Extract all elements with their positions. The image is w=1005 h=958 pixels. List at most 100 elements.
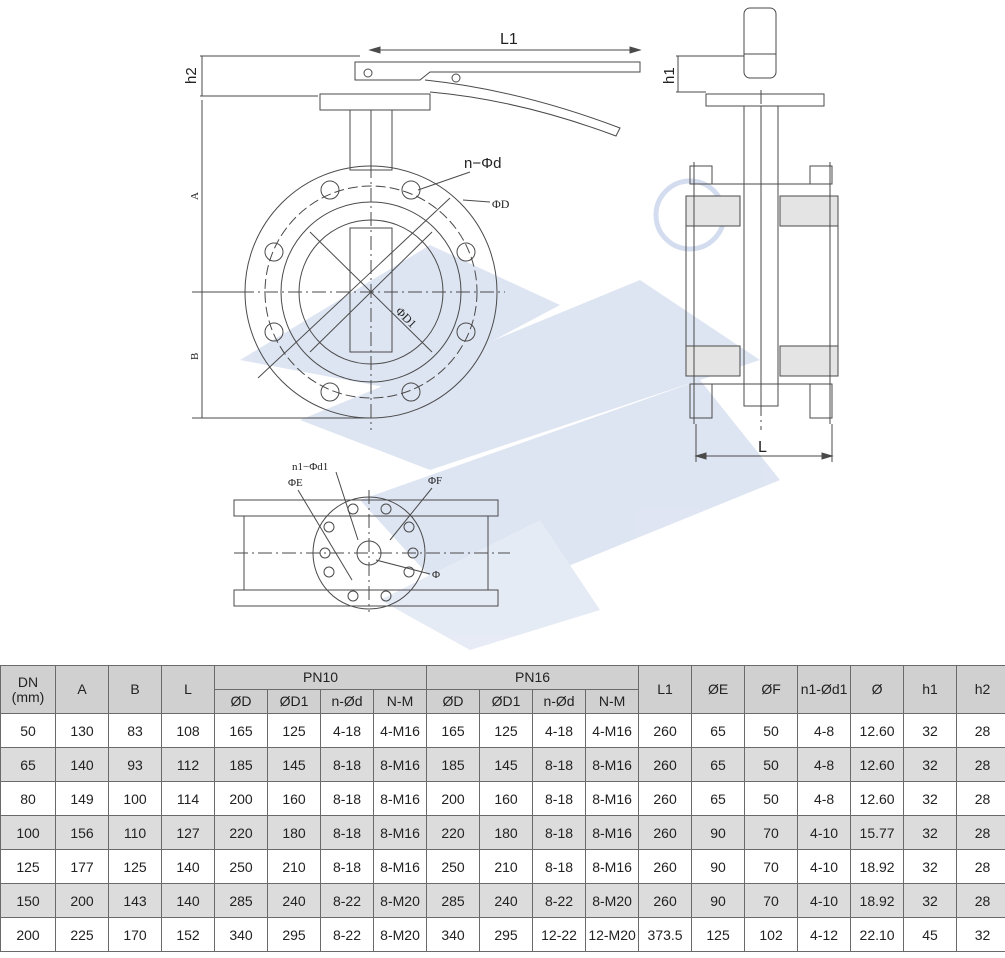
table-cell: 125 (691, 917, 746, 952)
table-cell: 250 (426, 849, 481, 884)
table-cell: 28 (956, 883, 1005, 918)
table-cell: 8-M16 (585, 747, 640, 782)
table-cell: 140 (161, 849, 215, 884)
table-cell: 4-M16 (585, 713, 640, 748)
subheader-cell: n-Ød (532, 689, 587, 714)
table-cell: 250 (214, 849, 268, 884)
table-cell: 90 (691, 849, 746, 884)
table-cell: 127 (161, 815, 215, 850)
table-cell: 32 (903, 815, 958, 850)
table-cell: 240 (479, 883, 534, 918)
table-cell: 70 (744, 849, 799, 884)
table-cell: 8-18 (532, 815, 587, 850)
table-cell: 80 (0, 781, 56, 816)
dim-label-phi-e: ΦE (288, 477, 303, 489)
subheader-cell: N-M (585, 689, 640, 714)
table-cell: 210 (267, 849, 321, 884)
table-cell: 200 (426, 781, 481, 816)
table-cell: 50 (0, 713, 56, 748)
table-cell: 110 (108, 815, 162, 850)
table-cell: 102 (744, 917, 799, 952)
table-cell: 8-M16 (585, 849, 640, 884)
table-cell: 295 (267, 917, 321, 952)
dim-label-a: A (189, 192, 201, 200)
table-cell: 8-M20 (372, 883, 428, 918)
table-cell: 125 (108, 849, 162, 884)
table-cell: 177 (55, 849, 109, 884)
table-cell: 143 (108, 883, 162, 918)
table-cell: 112 (161, 747, 215, 782)
side-view (676, 7, 839, 462)
table-cell: 93 (108, 747, 162, 782)
front-view (192, 46, 642, 430)
table-cell: 140 (161, 883, 215, 918)
table-cell: 108 (161, 713, 215, 748)
table-cell: 8-18 (320, 849, 374, 884)
header-n1-d1: n1-Ød1 (797, 665, 852, 714)
table-cell: 285 (214, 883, 268, 918)
table-cell: 18.92 (850, 883, 905, 918)
subheader-cell: N-M (372, 689, 428, 714)
watermark-logo (240, 178, 780, 650)
header-pn10: PN10 (213, 665, 428, 690)
table-cell: 285 (426, 883, 481, 918)
dim-label-n1-phi-d1: n1−Φd1 (292, 461, 328, 473)
table-cell: 8-M16 (585, 781, 640, 816)
subheader-cell: n-Ød (320, 689, 374, 714)
table-cell: 220 (214, 815, 268, 850)
table-cell: 8-18 (532, 747, 587, 782)
subheader-cell: ØD1 (479, 689, 534, 714)
table-cell: 32 (903, 747, 958, 782)
table-cell: 373.5 (638, 917, 693, 952)
table-cell: 4-18 (320, 713, 374, 748)
table-cell: 83 (108, 713, 162, 748)
table-cell: 225 (55, 917, 109, 952)
table-cell: 22.10 (850, 917, 905, 952)
table-cell: 180 (479, 815, 534, 850)
table-cell: 8-M16 (372, 849, 428, 884)
table-cell: 260 (638, 747, 693, 782)
table-cell: 240 (267, 883, 321, 918)
table-cell: 8-22 (320, 917, 374, 952)
table-cell: 200 (0, 917, 56, 952)
table-cell: 100 (0, 815, 56, 850)
table-cell: 8-18 (320, 781, 374, 816)
table-cell: 180 (267, 815, 321, 850)
table-cell: 65 (691, 713, 746, 748)
table-cell: 152 (161, 917, 215, 952)
table-cell: 260 (638, 713, 693, 748)
table-cell: 12.60 (850, 747, 905, 782)
table-cell: 145 (479, 747, 534, 782)
table-cell: 150 (0, 883, 56, 918)
header-phi-e: ØE (691, 665, 746, 714)
table-cell: 65 (0, 747, 56, 782)
table-cell: 32 (903, 883, 958, 918)
table-cell: 65 (691, 747, 746, 782)
table-cell: 70 (744, 883, 799, 918)
table-cell: 18.92 (850, 849, 905, 884)
table-cell: 45 (903, 917, 958, 952)
table-cell: 90 (691, 815, 746, 850)
table-cell: 4-M16 (372, 713, 428, 748)
table-cell: 295 (479, 917, 534, 952)
table-cell: 160 (479, 781, 534, 816)
dim-label-l1: L1 (500, 31, 518, 48)
table-cell: 260 (638, 781, 693, 816)
table-cell: 185 (214, 747, 268, 782)
table-cell: 8-22 (532, 883, 587, 918)
table-cell: 200 (55, 883, 109, 918)
table-cell: 32 (903, 781, 958, 816)
table-cell: 125 (479, 713, 534, 748)
top-view (233, 471, 510, 612)
valve-drawing: L1 h2 A B n−Φd ΦD ΦD1 h1 L (183, 7, 839, 650)
header-a: A (55, 665, 109, 714)
table-cell: 32 (903, 849, 958, 884)
table-cell: 8-M16 (372, 747, 428, 782)
